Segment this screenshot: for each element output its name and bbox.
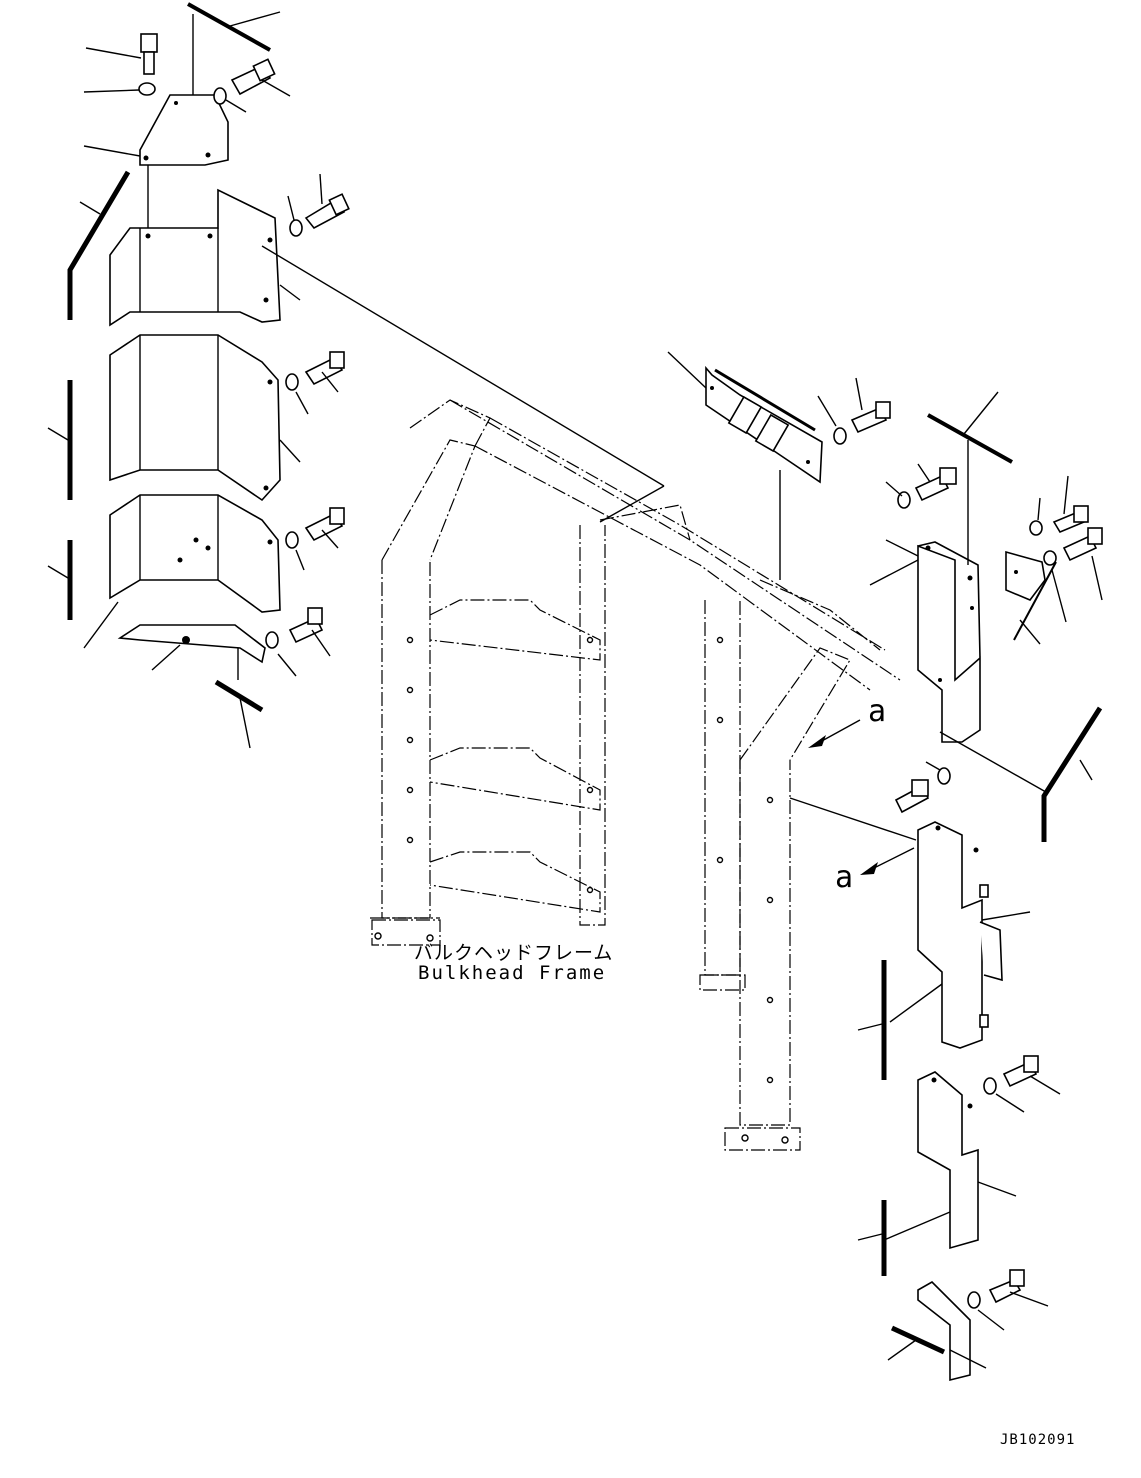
top-center-plate	[599, 351, 823, 580]
left-cover-assembly	[47, 2, 350, 749]
bolt-left-5	[285, 507, 345, 571]
seal-strip-left-3	[47, 540, 73, 620]
bulkhead-frame	[370, 399, 901, 1151]
seal-strip-top-right	[927, 391, 1013, 464]
seal-strip-left-2	[47, 380, 73, 500]
view-arrow-mid	[860, 847, 915, 875]
right-upper-assembly	[869, 391, 1103, 842]
seal-strip-right-3	[857, 1200, 951, 1276]
bolt-right-4	[894, 761, 951, 814]
bolt-right-2	[1029, 475, 1089, 536]
bottom-bracket-right	[917, 1281, 987, 1382]
bottom-bracket-left	[117, 624, 266, 680]
seal-strip-angled-left	[67, 170, 131, 320]
bolt-right-3	[1043, 527, 1103, 623]
leader-line-main	[261, 245, 665, 487]
view-marker-a-mid: a	[835, 860, 854, 895]
bolt-left-2	[213, 58, 291, 113]
frame-label-japanese: バルクヘッドフレーム	[414, 942, 614, 964]
cover-panel-right-lower	[917, 1071, 1017, 1250]
seal-strip-top-left	[187, 2, 281, 52]
bolt-left-1	[85, 33, 158, 75]
bolt-right-1	[885, 463, 957, 509]
view-arrow-top	[808, 719, 861, 748]
bolt-left-6	[265, 607, 331, 677]
seal-strip-bottom-right	[887, 1325, 946, 1361]
cover-panel-right-mid	[789, 797, 1031, 1049]
bolt-right-5	[983, 1055, 1061, 1113]
cover-panel-left-1	[109, 165, 301, 327]
bolt-left-4	[285, 351, 345, 415]
seal-strip-angled-right	[1041, 706, 1103, 842]
small-bracket-right	[1005, 550, 1057, 645]
bolt-top-center	[817, 377, 891, 445]
cover-panel-left-2	[109, 334, 301, 502]
bolt-right-6	[967, 1269, 1049, 1331]
seal-strip-right-2	[857, 960, 887, 1080]
right-lower-assembly	[789, 761, 1061, 1382]
view-marker-a-top: a	[868, 694, 887, 729]
drawing-number: JB102091	[1000, 1432, 1076, 1448]
cover-panel-right-upper	[869, 440, 1061, 801]
cover-panel-left-3	[83, 494, 281, 649]
frame-label-english: Bulkhead Frame	[418, 962, 607, 984]
bolt-left-3	[287, 173, 350, 237]
washer-left-1	[83, 82, 156, 96]
seal-strip-bottom-left	[214, 679, 264, 749]
top-bracket-left	[83, 14, 229, 166]
